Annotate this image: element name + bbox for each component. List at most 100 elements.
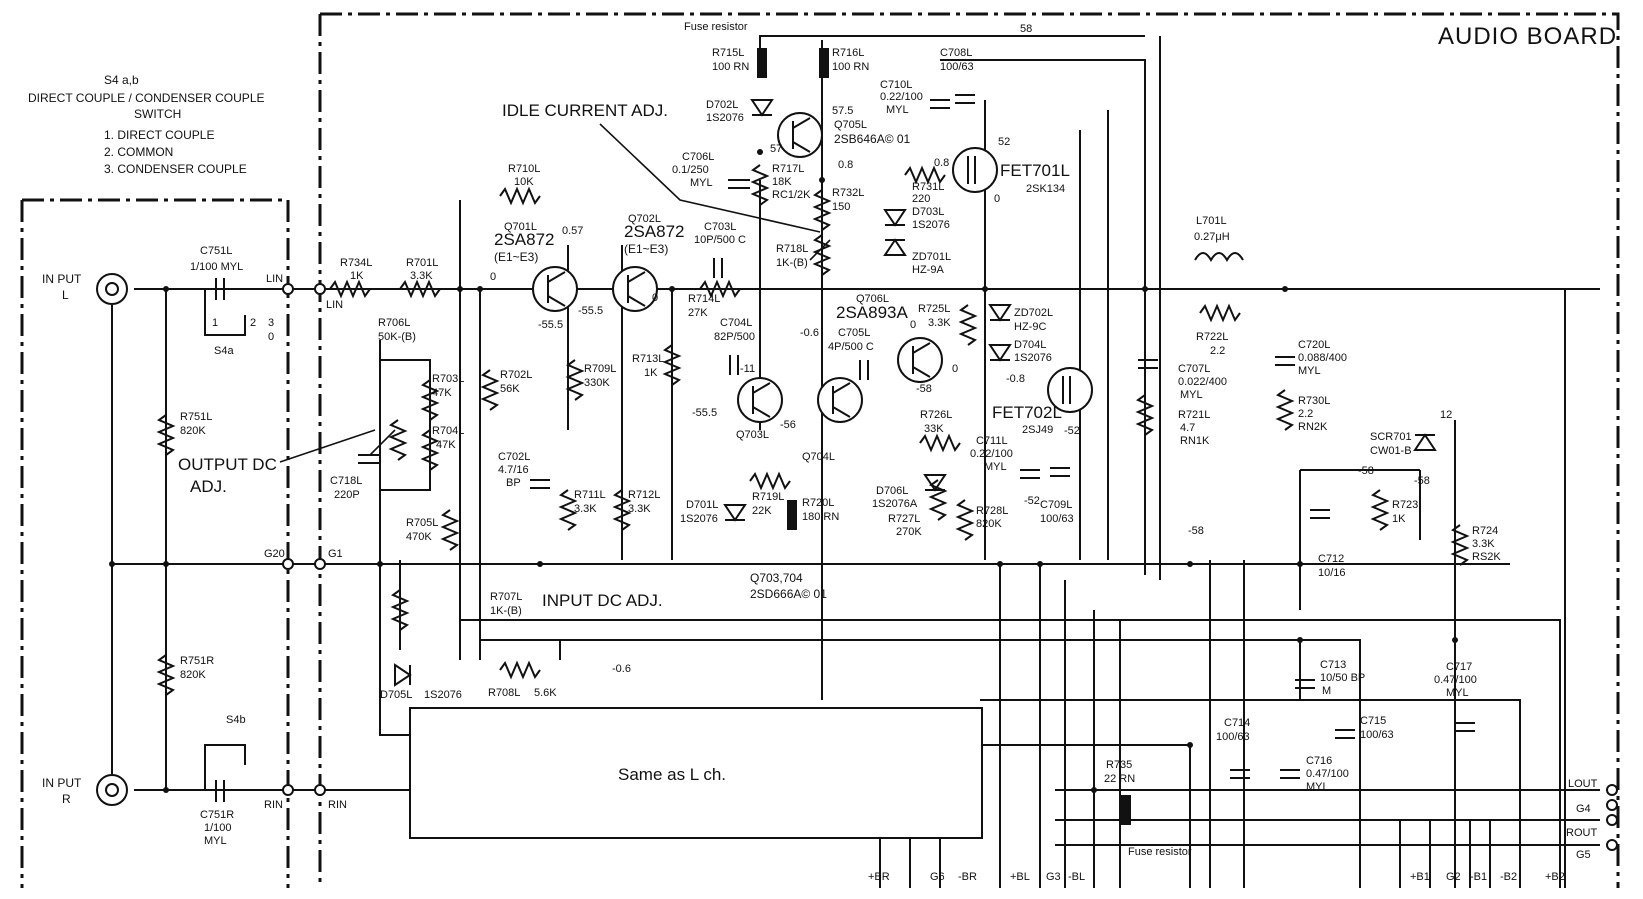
voltage-label: -52	[1064, 425, 1080, 437]
terminal-g6: G6	[930, 871, 945, 883]
part-label: D701L	[686, 499, 718, 511]
part-label: R715L	[712, 47, 744, 59]
lin-label-2: LIN	[326, 299, 343, 311]
part-label: R702L	[500, 369, 532, 381]
part-label: 820K	[180, 669, 206, 681]
part-label: SCR701	[1370, 431, 1412, 443]
voltage-label: -55.5	[578, 305, 603, 317]
part-label: 820K	[976, 518, 1002, 530]
same-as-l-label: Same as L ch.	[618, 765, 726, 784]
s4a-pin1: 1	[212, 317, 218, 329]
part-label: 10K	[514, 176, 534, 188]
part-label: 100/63	[1216, 731, 1250, 743]
part-label: D703L	[912, 206, 944, 218]
part-label: MYL	[690, 177, 713, 189]
part-label: R728L	[976, 505, 1008, 517]
part-label: 1S2076	[680, 513, 718, 525]
part-label: 10/50 BP	[1320, 672, 1365, 684]
part-label: 3.3K	[928, 317, 951, 329]
switch-legend: S4 a,b DIRECT COUPLE / CONDENSER COUPLE …	[28, 73, 265, 176]
terminal-g3: G3	[1046, 871, 1061, 883]
voltage-label: 0	[652, 292, 658, 304]
part-label: 1/100 MYL	[190, 261, 243, 273]
part-label: RN2K	[1298, 421, 1328, 433]
part-label: Q705L	[834, 119, 867, 131]
voltage-label: -0.6	[800, 327, 819, 339]
input-jack-r	[96, 774, 128, 806]
component-labels: R715L 100 RN R716L 100 RN C708L 100/63 C…	[180, 47, 1501, 847]
part-label: 56K	[500, 383, 520, 395]
part-label: R718L	[776, 243, 808, 255]
terminal-plus-br: +BR	[868, 871, 890, 883]
part-label: 1K-(B)	[490, 605, 522, 617]
part-label: 0.22/100	[970, 448, 1013, 460]
part-label: 0.1/250	[672, 164, 709, 176]
part-label: HZ-9A	[912, 264, 944, 276]
part-label: 100/63	[940, 61, 974, 73]
voltage-label: 0	[994, 193, 1000, 205]
voltage-label: -0.8	[1006, 373, 1025, 385]
s4a-label: S4a	[214, 345, 234, 357]
part-label: 330K	[584, 377, 610, 389]
part-label: 220	[912, 193, 930, 205]
part-label: Q702L	[628, 213, 661, 225]
switch-subtitle-2: SWITCH	[134, 107, 181, 121]
voltage-label: -58	[916, 383, 932, 395]
voltage-label: 0	[952, 363, 958, 375]
part-label: 47K	[432, 387, 452, 399]
part-label: C751L	[200, 245, 232, 257]
part-label: 1K-(B)	[776, 257, 808, 269]
part-label: 1S2076	[1014, 352, 1052, 364]
terminal-minus-bl: -BL	[1068, 871, 1085, 883]
part-label: 3.3K	[628, 503, 651, 515]
part-label: 10P/500 C	[694, 234, 746, 246]
part-label: D706L	[876, 485, 908, 497]
part-label: C708L	[940, 47, 972, 59]
board-outline	[20, 12, 1620, 888]
switch-position-3: 3. CONDENSER COUPLE	[104, 162, 247, 176]
part-label: R734L	[340, 257, 372, 269]
part-label: C706L	[682, 151, 714, 163]
part-label: C716	[1306, 755, 1332, 767]
terminal-minus-b1: -B1	[1470, 871, 1487, 883]
part-label: R719L	[752, 491, 784, 503]
voltage-label: 58	[1020, 23, 1032, 35]
part-label: 0.47/100	[1434, 674, 1477, 686]
part-label: C751R	[200, 809, 234, 821]
part-label: C720L	[1298, 339, 1330, 351]
part-label: 4P/500 C	[828, 341, 874, 353]
part-label: (E1~E3)	[624, 242, 668, 256]
part-label: 3.3K	[574, 503, 597, 515]
terminal-g2: G2	[1446, 871, 1461, 883]
part-label: R707L	[490, 591, 522, 603]
input-right-ch: R	[62, 792, 71, 806]
part-label: MYL	[1446, 687, 1469, 699]
part-label: 100/63	[1040, 513, 1074, 525]
part-label: C718L	[330, 475, 362, 487]
part-label: R724	[1472, 525, 1498, 537]
part-label: 4.7	[1180, 422, 1195, 434]
part-label: 2SK134	[1026, 183, 1065, 195]
voltage-label: -55.5	[538, 319, 563, 331]
lin-label: LIN	[266, 273, 283, 285]
part-label: R726L	[920, 409, 952, 421]
part-label: R714L	[688, 293, 720, 305]
junctions	[109, 149, 1458, 793]
part-label: 27K	[688, 307, 708, 319]
part-label: 22K	[752, 505, 772, 517]
part-label: R717L	[772, 163, 804, 175]
part-label: 470K	[406, 531, 432, 543]
idle-pointer	[599, 123, 821, 233]
voltage-label: 0	[910, 319, 916, 331]
part-label: 33K	[924, 423, 944, 435]
g1-label: G1	[328, 548, 343, 560]
part-label: FET701L	[1000, 161, 1070, 180]
part-label: RS2K	[1472, 551, 1501, 563]
part-label: R701L	[406, 257, 438, 269]
part-label: R713L	[632, 353, 664, 365]
part-label: MYL	[1298, 365, 1321, 377]
inductor-l701	[1194, 252, 1244, 263]
part-label: 1S2076	[912, 219, 950, 231]
part-label: Q706L	[856, 293, 889, 305]
part-label: 150	[832, 201, 850, 213]
